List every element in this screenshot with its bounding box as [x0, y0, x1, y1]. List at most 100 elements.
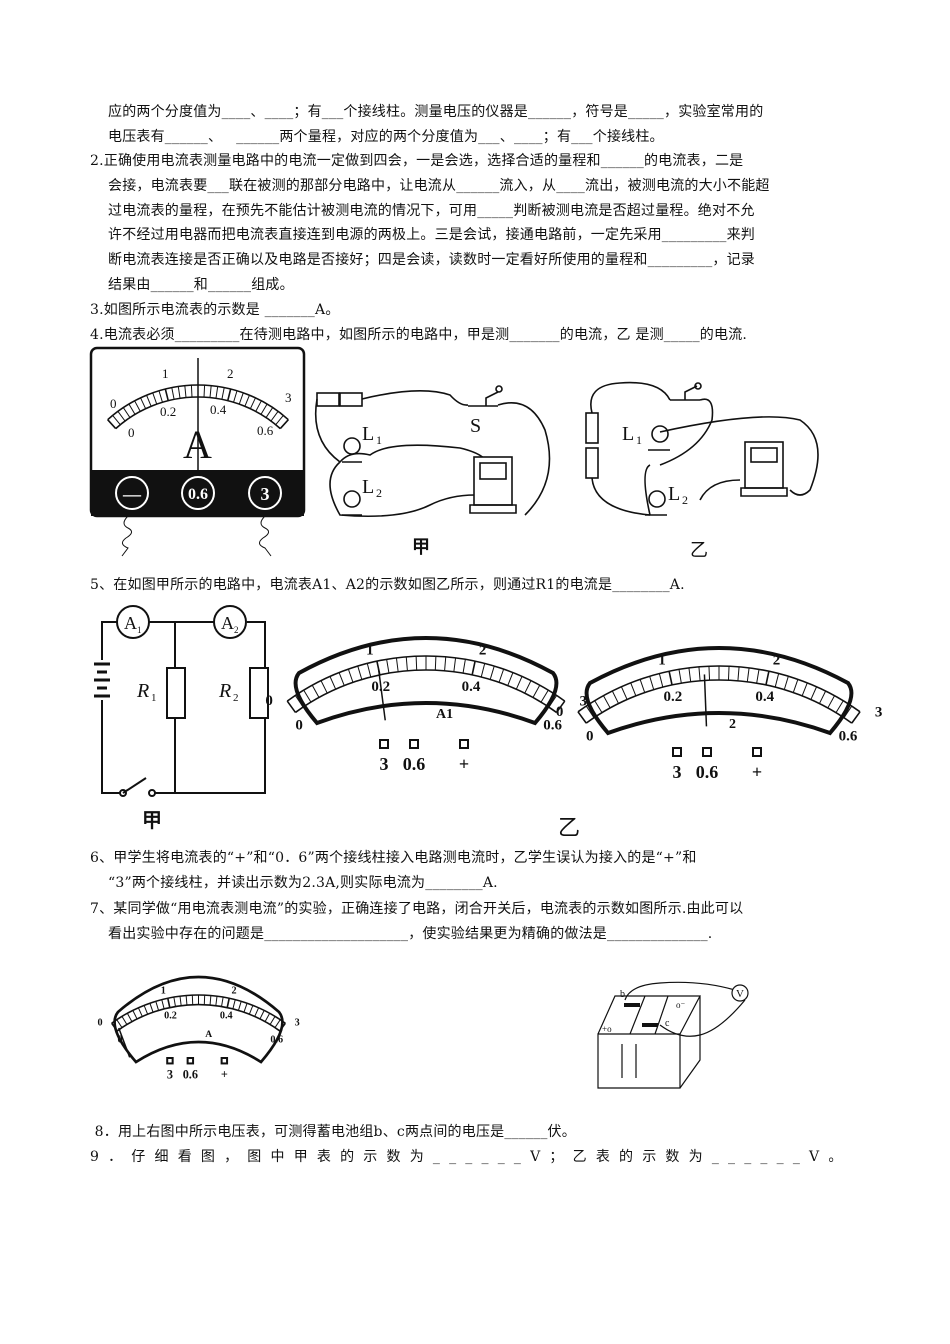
label-l1-sub: 1 — [376, 433, 382, 447]
scale-tick — [489, 665, 495, 680]
terminal[interactable] — [459, 739, 469, 749]
terminal[interactable] — [220, 1057, 229, 1065]
tick-label: 0.2 — [160, 404, 176, 419]
terminal[interactable] — [409, 739, 419, 749]
q3-text: 3.如图所示电流表的示数是 _______A。 — [90, 302, 340, 318]
scale-arc — [286, 655, 566, 702]
terminal-3: 3 — [261, 484, 270, 504]
scale-tick — [155, 1001, 160, 1011]
tick-label: 2 — [231, 986, 236, 997]
tick-label: 1 — [162, 366, 169, 381]
scale-tick — [611, 690, 620, 704]
scale-tick — [548, 695, 558, 708]
ammeter-a1-symbol: A — [124, 613, 137, 633]
q4-text: 4.电流表必须_________在待测电路中，如图所示的电路中，甲是测_____… — [90, 327, 748, 343]
scale-tick — [226, 388, 232, 401]
tick-label: 0.6 — [270, 1034, 283, 1045]
terminal[interactable] — [166, 1057, 174, 1065]
scale-tick — [366, 663, 372, 678]
tick-label: 1 — [366, 643, 374, 659]
scale-tick — [480, 663, 486, 678]
terminal[interactable] — [379, 739, 389, 749]
tick-label: 0.4 — [755, 689, 774, 705]
terminal-label: + — [752, 762, 762, 782]
scale-tick — [540, 689, 549, 703]
scale-tick — [158, 390, 163, 403]
label-l2: L — [668, 483, 680, 505]
scale-tick — [190, 385, 193, 398]
battery-plus: +o — [602, 1024, 612, 1034]
battery-voltmeter-figure — [597, 981, 749, 1089]
terminal[interactable] — [672, 747, 682, 757]
scale-tick — [286, 700, 297, 713]
terminal[interactable] — [186, 1057, 195, 1065]
scale-tick — [260, 403, 268, 415]
terminal-label: 3 — [380, 754, 389, 774]
scale-tick — [851, 711, 861, 724]
tick-label: 0.6 — [839, 728, 858, 744]
scale-tick — [179, 996, 182, 1006]
scale-tick — [746, 667, 750, 682]
scale-tick — [311, 684, 320, 698]
circuit-jia — [314, 385, 551, 518]
tick-label: 0.6 — [543, 717, 562, 733]
scale-tick — [471, 660, 476, 676]
scale-tick — [279, 1022, 286, 1032]
q6-line-2: “3”两个接线柱，并读出示数为2.3A,则实际电流为________A. — [108, 875, 498, 891]
scale-tick — [630, 682, 637, 697]
tick-label: 0 — [586, 728, 594, 744]
scale-tick — [149, 1003, 154, 1013]
scale-tick — [585, 705, 595, 719]
label-r2: R — [218, 680, 231, 702]
tick-label: 2 — [227, 366, 234, 381]
tick-label: 0 — [556, 704, 564, 720]
r1-subscript: 1 — [151, 692, 157, 704]
scale-tick — [507, 672, 514, 686]
scale-tick — [143, 1005, 149, 1015]
scale-tick — [128, 403, 136, 415]
scale-tick — [395, 657, 399, 672]
scale-tick — [209, 385, 212, 398]
scale-tick — [386, 659, 390, 674]
scale-arc — [585, 679, 853, 724]
circuit-q5 — [94, 605, 269, 797]
scale-tick — [698, 666, 701, 681]
tick-label: 0 — [128, 425, 135, 440]
terminal-label: 3 — [167, 1067, 173, 1081]
tick-label: 0.4 — [462, 679, 481, 695]
scale-tick — [237, 1001, 242, 1011]
scale-tick — [835, 700, 844, 713]
circuit-yi — [585, 381, 819, 516]
terminal-label: + — [459, 754, 469, 774]
scale-tick — [279, 419, 289, 430]
terminal[interactable] — [702, 747, 712, 757]
tick-label: 1 — [161, 986, 166, 997]
q5-text: 5、在如图甲所示的电路中，电流表A1、A2的示数如图乙所示，则通过R1的电流是_… — [90, 577, 685, 593]
scale-tick — [329, 676, 337, 690]
label-l1: L — [362, 423, 374, 445]
scale-tick — [524, 680, 532, 694]
a1-subscript: 1 — [137, 625, 142, 635]
meter-label: 2 — [729, 717, 736, 732]
scale-tick — [121, 1016, 128, 1025]
scale-tick — [221, 387, 225, 400]
scale-tick — [233, 390, 238, 403]
terminal[interactable] — [752, 747, 762, 757]
scale-tick — [453, 657, 457, 672]
battery-minus: o⁻ — [676, 1000, 686, 1010]
scale-tick — [555, 700, 566, 713]
needle — [703, 674, 708, 727]
tick-label: 0.6 — [257, 423, 274, 438]
scale-tick — [232, 999, 236, 1009]
scale-tick — [444, 656, 447, 671]
tick-label: 0.4 — [220, 1010, 233, 1021]
label-l2: L — [362, 476, 374, 498]
label-c: c — [665, 1018, 670, 1029]
scale-tick — [462, 659, 466, 674]
scale-tick — [249, 397, 256, 409]
needle — [118, 1027, 131, 1058]
tick-label: 0 — [97, 1017, 102, 1028]
